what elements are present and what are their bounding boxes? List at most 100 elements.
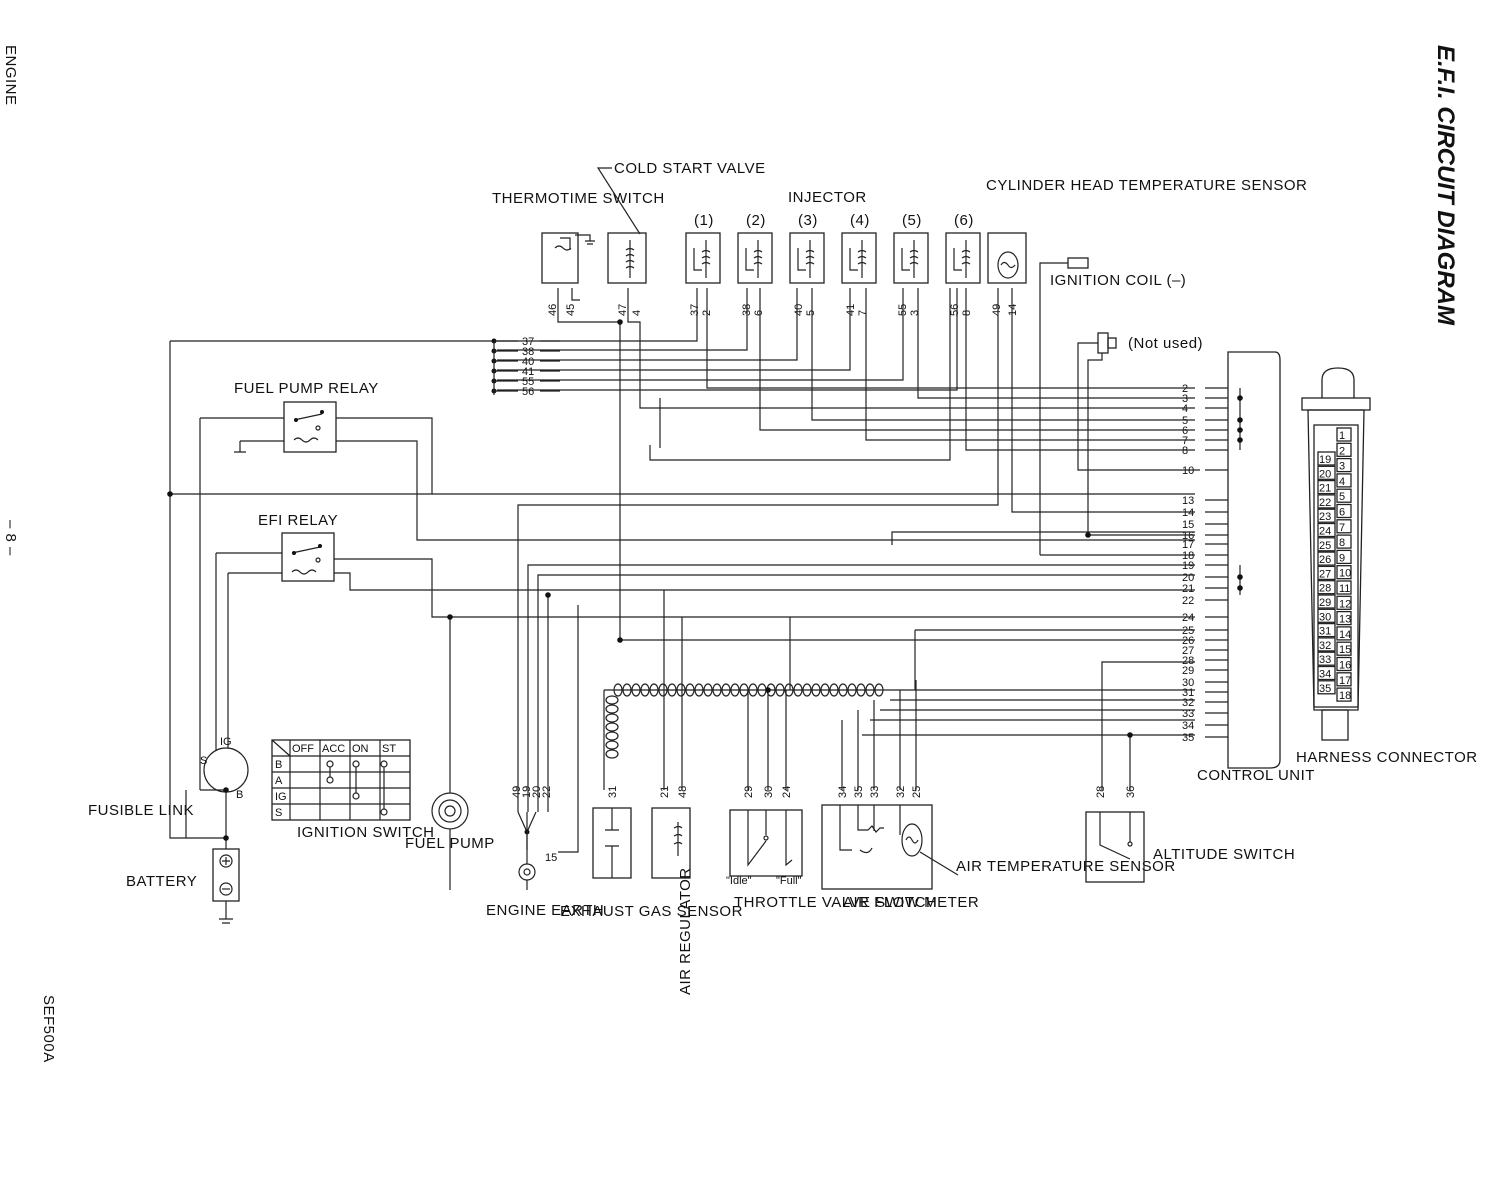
ign-row: B [275,759,282,771]
harness-pin: 6 [1339,507,1345,519]
injector-number: (5) [902,212,922,229]
exhaust-gas-sensor-label: EXHAUST GAS SENSOR [560,903,743,920]
control-unit-terminal: 16 [1182,530,1194,542]
ign-row: A [275,775,283,787]
diagram-title: E.F.I. CIRCUIT DIAGRAM [1432,45,1459,326]
harness-pin: 16 [1339,660,1351,672]
altitude-switch [1085,811,1145,883]
control-unit-terminal: 7 [1182,435,1188,447]
harness-pin: 27 [1319,568,1331,580]
harness-pin: 15 [1339,644,1351,656]
harness-pin: 8 [1339,537,1345,549]
altitude-switch-label: ALTITUDE SWITCH [1153,846,1295,863]
fusible-link-label: FUSIBLE LINK [88,802,194,819]
harness-pin: 30 [1319,611,1331,623]
injector-1 [685,232,721,284]
control-unit [1227,351,1281,769]
harness-pin: 26 [1319,554,1331,566]
injector-pin: 5 [805,310,817,316]
control-unit-terminal: 8 [1182,445,1188,457]
cylinder-head-temperature-sensor [987,232,1027,284]
harness-pin: 25 [1319,540,1331,552]
air-regulator-pin: 48 [677,786,689,798]
injector-number: (3) [798,212,818,229]
thermotime-switch [541,232,579,284]
cold-start-valve-label: COLD START VALVE [614,160,766,177]
air-flow-pin: 35 [853,786,865,798]
s-terminal-label: S [200,755,207,767]
ground-pin: 49 [511,786,523,798]
thermotime-pin: 46 [547,304,559,316]
air-flow-pin: 33 [869,786,881,798]
harness-pin: 4 [1339,476,1345,488]
cylinder-head-sensor-label: CYLINDER HEAD TEMPERATURE SENSOR [986,177,1307,194]
injector-3 [789,232,825,284]
harness-pin: 9 [1339,552,1345,564]
control-unit-label: CONTROL UNIT [1197,767,1315,784]
bus-label: 56 [522,386,534,398]
page-edge-engine: ENGINE [2,45,19,106]
fuel-pump [431,792,469,830]
battery-label: BATTERY [126,873,197,890]
control-unit-terminal: 18 [1182,550,1194,562]
harness-pin: 11 [1339,583,1350,595]
control-unit-terminal: 15 [1182,519,1194,531]
air-temperature-sensor-label: AIR TEMPERATURE SENSOR [956,858,1176,875]
fuel-pump-relay [283,401,337,453]
cold-start-valve [607,232,647,284]
air-flow-meter [821,804,933,890]
harness-connector: 1234567891011121314151617181920212223242… [1301,367,1371,741]
harness-pin: 12 [1339,598,1351,610]
control-unit-terminal: 30 [1182,677,1194,689]
efi-relay [281,532,335,582]
harness-pin: 24 [1319,526,1331,538]
injector-pin: 6 [753,310,765,316]
injector-4 [841,232,877,284]
ground-pin: 20 [531,786,543,798]
throttle-idle-label: "Idle" [726,875,752,887]
harness-pin: 14 [1339,629,1351,641]
control-unit-terminal: 21 [1182,583,1194,595]
air-flow-meter-label: AIR FLOW METER [843,894,979,911]
harness-pin: 13 [1339,614,1351,626]
ign-col: ACC [322,743,345,755]
head-sensor-pin: 49 [991,304,1003,316]
ignition-coil-label: IGNITION COIL (–) [1050,272,1186,289]
control-unit-terminal: 5 [1182,415,1188,427]
head-sensor-pin: 14 [1007,304,1019,316]
harness-pin: 28 [1319,583,1331,595]
ignition-switch-label: IGNITION SWITCH [297,824,435,841]
thermotime-switch-label: THERMOTIME SWITCH [492,190,665,207]
control-unit-terminal: 22 [1182,595,1194,607]
injector-pin: 7 [857,310,869,316]
harness-pin: 1 [1339,430,1345,442]
harness-pin: 2 [1339,445,1345,457]
harness-connector-label: HARNESS CONNECTOR [1296,749,1478,766]
control-unit-terminal: 25 [1182,625,1194,637]
air-flow-pin: 34 [837,786,849,798]
control-unit-terminal: 34 [1182,720,1194,732]
injector-pin: 40 [793,304,805,316]
not-used-connector [1097,332,1109,354]
control-unit-terminal: 4 [1182,403,1188,415]
control-unit-terminal: 14 [1182,507,1194,519]
harness-pin: 23 [1319,511,1331,523]
harness-pin: 34 [1319,669,1331,681]
exhaust-pin: 31 [607,786,619,798]
ign-col: ON [352,743,369,755]
altitude-pin: 36 [1125,786,1137,798]
air-regulator-label: AIR REGULATOR [677,867,694,995]
control-unit-terminal: 26 [1182,635,1194,647]
injector-label: INJECTOR [788,189,867,206]
harness-pin: 33 [1319,654,1331,666]
injector-6 [945,232,981,284]
control-unit-terminal: 29 [1182,665,1194,677]
injector-5 [893,232,929,284]
bus-label: 37 [522,336,534,348]
injector-pin: 56 [949,304,961,316]
harness-pin: 32 [1319,640,1331,652]
harness-pin: 7 [1339,522,1345,534]
ign-row: IG [275,791,287,803]
ignition-switch-table [271,739,411,821]
engine-earth-label: ENGINE EARTH [486,902,604,919]
